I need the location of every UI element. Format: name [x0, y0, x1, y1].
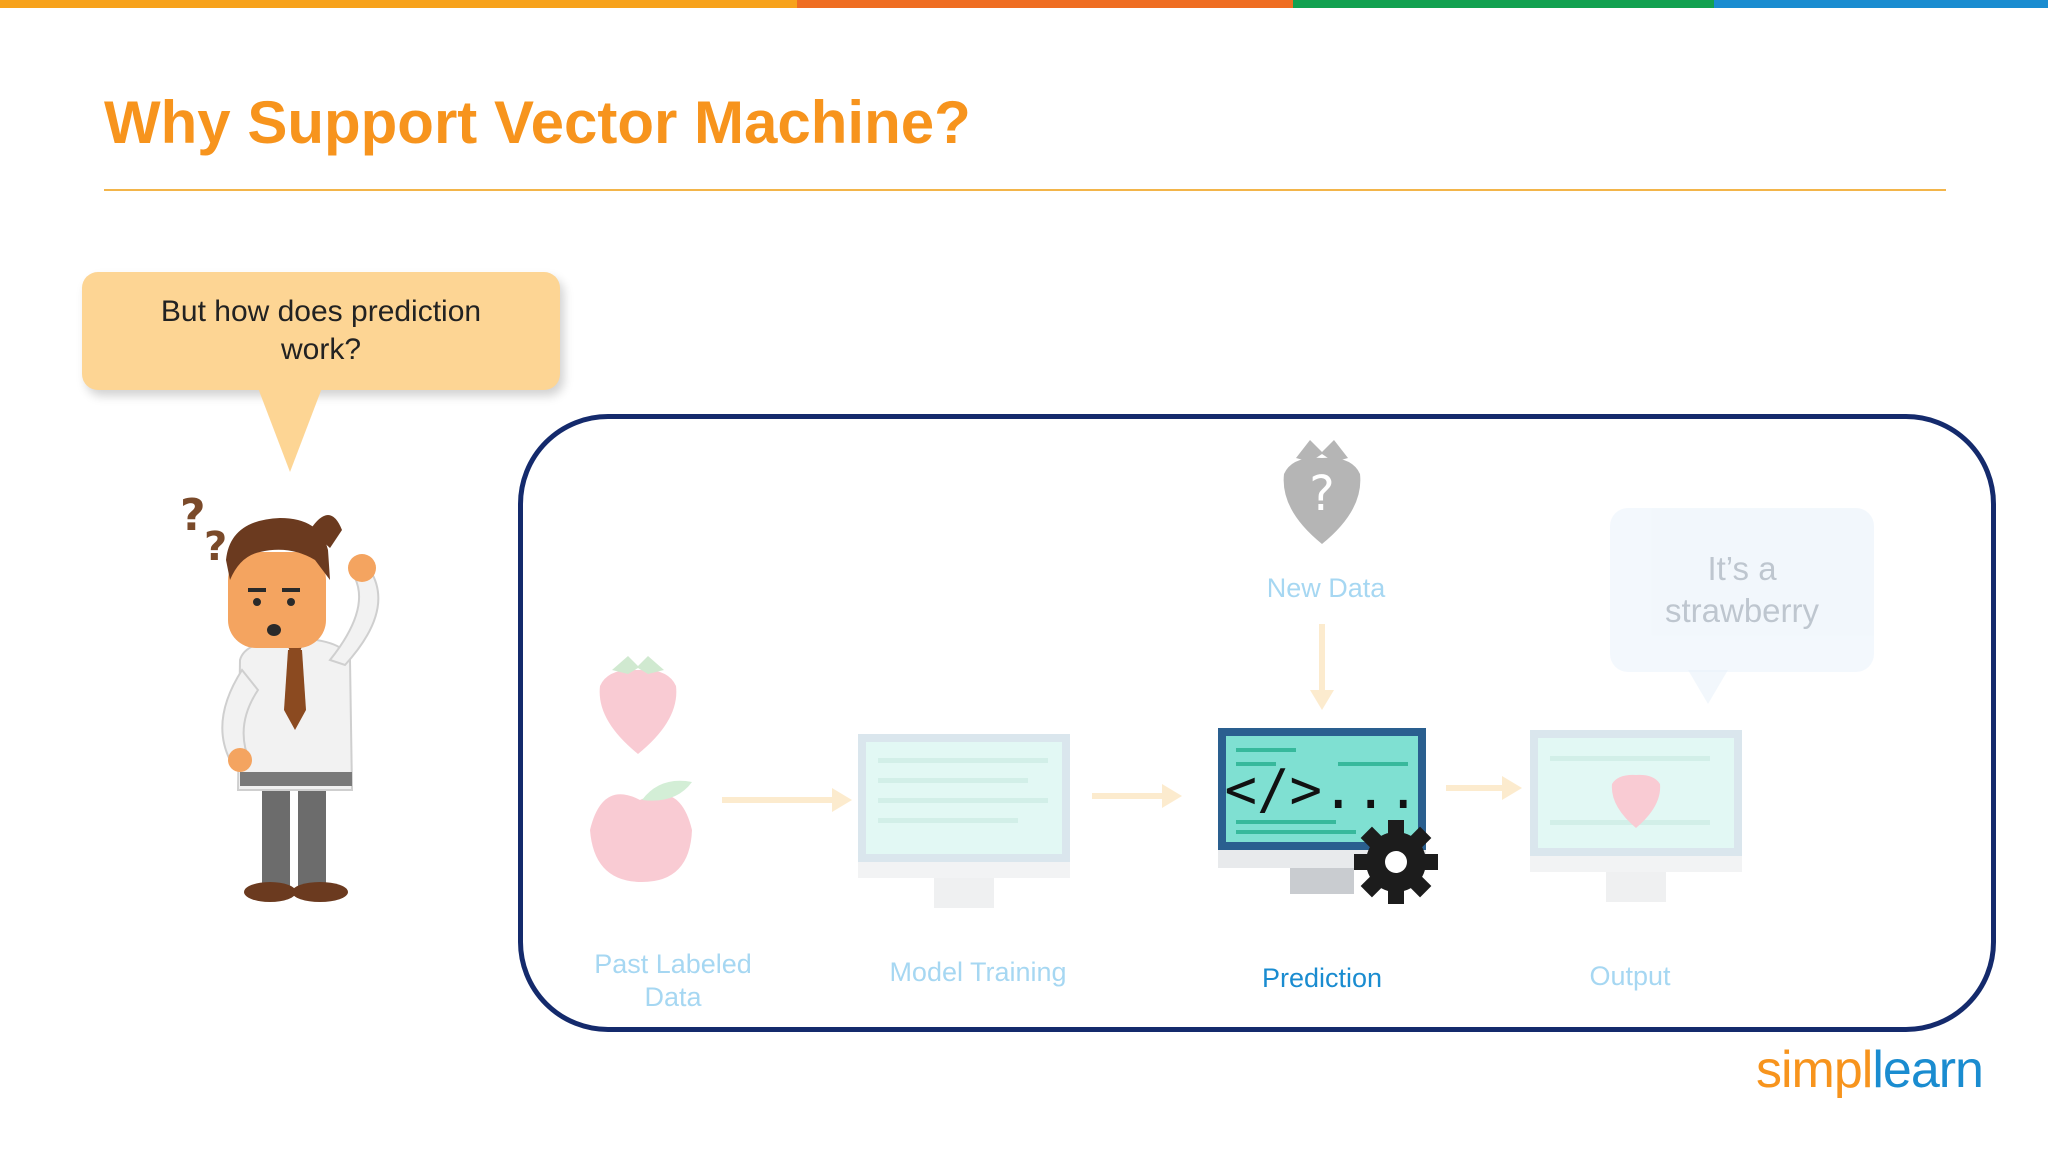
stage-label-output: Output	[1589, 961, 1671, 991]
prediction-monitor-icon: </>...	[1218, 728, 1438, 904]
new-data-label: New Data	[1266, 573, 1386, 603]
strawberry-icon	[599, 656, 677, 754]
logo-part-simpl: simpl	[1756, 1041, 1873, 1099]
top-bar-segment-green	[1293, 0, 1714, 8]
top-bar-segment-orange	[797, 0, 1293, 8]
arrow-icon	[722, 788, 852, 812]
top-color-bar	[0, 0, 2048, 8]
speech-bubble-tail	[258, 388, 322, 472]
svg-text:?: ?	[180, 490, 206, 541]
output-speech-bubble: It’s a strawberry	[1610, 508, 1874, 672]
gear-icon	[1354, 820, 1438, 904]
monitor-icon	[858, 734, 1070, 908]
logo-part-learn: learn	[1872, 1041, 1984, 1099]
top-bar-segment-blue	[1714, 0, 2048, 8]
question-marks-icon: ? ?	[180, 490, 227, 570]
unknown-strawberry-icon: ?	[1283, 440, 1361, 544]
prediction-diagram-frame	[518, 414, 1996, 1032]
arrow-icon	[1446, 776, 1522, 800]
speech-bubble: But how does prediction work?	[82, 272, 560, 390]
output-bubble-text: It’s a strawberry	[1664, 550, 1820, 629]
stage-label-past-data: Past Labeled Data	[594, 949, 752, 1012]
arrow-icon	[1092, 784, 1182, 808]
arrow-icon	[1310, 624, 1334, 710]
question-mark: ?	[1309, 466, 1334, 522]
output-monitor-icon	[1530, 730, 1742, 902]
speech-bubble-text: But how does prediction work?	[160, 295, 482, 366]
title-divider	[104, 189, 1946, 191]
simplilearn-logo: simpllearn	[1756, 1040, 1984, 1100]
apple-icon	[590, 780, 692, 882]
output-bubble-tail	[1688, 670, 1728, 704]
svg-text:?: ?	[204, 524, 227, 570]
stage-label-model-training: Model Training	[889, 957, 1067, 987]
stage-label-prediction: Prediction	[1261, 963, 1383, 993]
confused-man-illustration: ? ?	[180, 490, 380, 902]
top-bar-segment-yellow	[0, 0, 797, 8]
code-glyph: </>...	[1224, 758, 1419, 821]
slide-title: Why Support Vector Machine?	[104, 89, 971, 156]
